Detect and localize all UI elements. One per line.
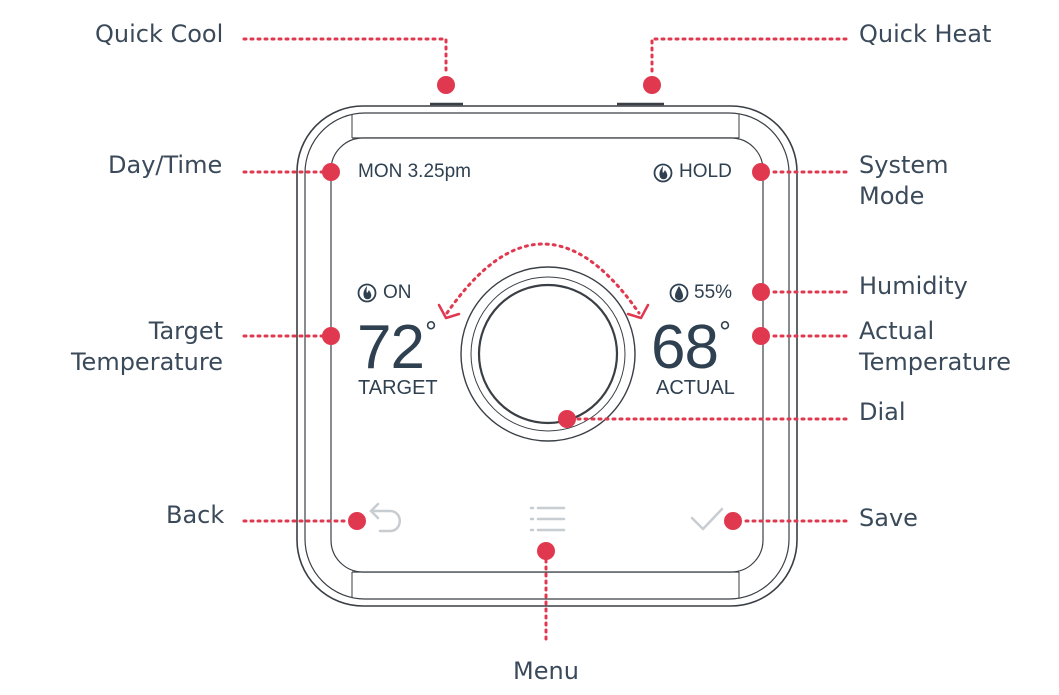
arrowhead-left (437, 303, 461, 320)
humidity-display: 55% (694, 282, 733, 303)
heating-status-display: ON (383, 282, 412, 303)
flame-icon (653, 163, 673, 183)
callout-save: Save (859, 504, 918, 532)
callout-dial: Dial (859, 398, 906, 426)
dial-rotation-arrow (445, 242, 641, 315)
callout-actual-temperature: Actual Temperature (859, 316, 1011, 378)
arrowhead-right (626, 303, 650, 320)
callout-dot-system-mode (752, 163, 770, 181)
callout-system-mode-line1: System (859, 151, 949, 179)
callout-dot-back (348, 512, 366, 530)
callout-humidity: Humidity (859, 272, 968, 300)
callout-day-time: Day/Time (108, 151, 223, 179)
actual-temperature-value: 68 (651, 313, 719, 382)
back-arrow-icon[interactable] (369, 502, 401, 533)
callout-dot-actual-temperature (752, 327, 770, 345)
callout-menu: Menu (513, 657, 579, 685)
callout-target-temperature: Target Temperature (71, 316, 223, 378)
callout-system-mode: System Mode (859, 150, 949, 212)
target-temperature-value: 72 (357, 313, 425, 382)
system-mode-display[interactable]: HOLD (679, 161, 732, 182)
dial-knob[interactable] (477, 283, 619, 425)
callout-system-mode-line2: Mode (859, 182, 925, 210)
callout-target-temperature-line1: Target (148, 317, 223, 345)
dial-middle-ring (470, 276, 626, 432)
actual-degree-symbol: ° (719, 316, 731, 349)
callout-quick-cool: Quick Cool (95, 20, 224, 48)
callout-dot-menu (537, 542, 555, 560)
callout-quick-heat: Quick Heat (859, 20, 992, 48)
callout-dot-dial (558, 410, 576, 428)
callout-dot-save (724, 512, 742, 530)
thermostat-outer-shell (296, 105, 798, 607)
callout-actual-temperature-line1: Actual (859, 317, 935, 345)
callout-back: Back (166, 501, 225, 529)
flame-icon (357, 283, 377, 303)
callout-dot-quick-heat (643, 76, 661, 94)
callout-target-temperature-line2: Temperature (70, 348, 223, 376)
callout-dot-humidity (752, 283, 770, 301)
day-time-display: MON 3.25pm (358, 161, 471, 182)
droplet-icon (669, 283, 689, 303)
target-label: TARGET (358, 377, 438, 399)
leader-quick-heat (650, 37, 848, 76)
callout-dot-target-temperature (322, 327, 340, 345)
dial-outer-ring[interactable] (460, 266, 636, 442)
target-degree-symbol: ° (425, 316, 437, 349)
leader-quick-cool (242, 37, 448, 76)
actual-label: ACTUAL (656, 377, 735, 399)
check-icon[interactable] (690, 507, 724, 531)
callout-actual-temperature-line2: Temperature (859, 348, 1012, 376)
thermostat-inner-shell (304, 112, 790, 600)
list-icon[interactable] (529, 506, 566, 532)
callout-dot-day-time (322, 163, 340, 181)
callout-dot-quick-cool (437, 76, 455, 94)
